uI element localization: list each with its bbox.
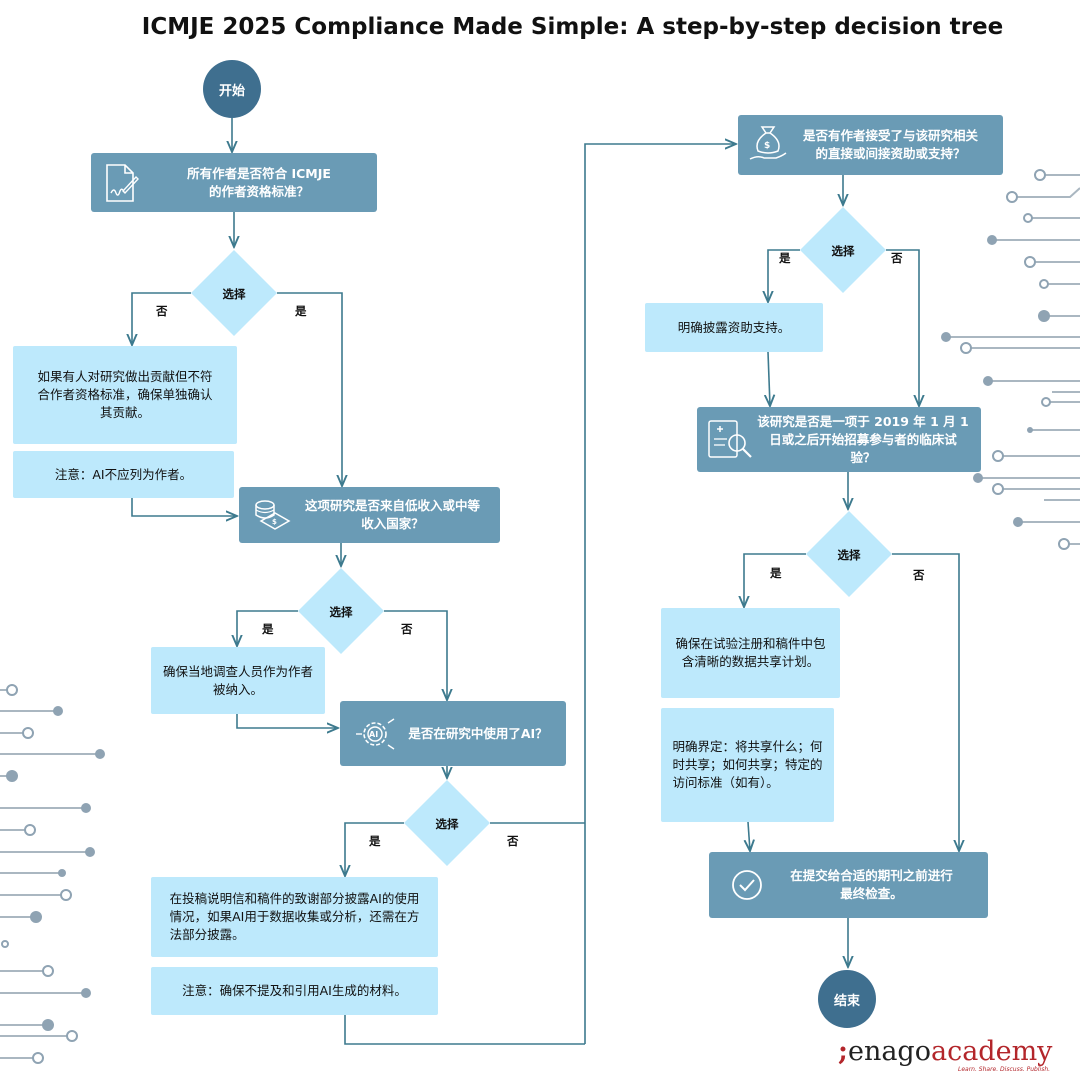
final-check-text: 在提交给合适的期刊之前进行 最终检查。 (790, 868, 953, 901)
choice-label-1: 选择 (222, 287, 246, 301)
branch-no-5: 否 (913, 568, 925, 582)
branch-yes-2: 是 (262, 622, 274, 636)
action-acknowledge-contributors: 如果有人对研究做出贡献但不符 合作者资格标准，确保单独确认 其贡献。 (13, 346, 237, 444)
note-ai-not-author: 注意：AI不应列为作者。 (13, 451, 234, 498)
note-data-sharing-text: 明确界定：将共享什么；何 时共享；如何共享；特定的 访问标准（如有）。 (672, 739, 823, 790)
action-local-investigators-text: 确保当地调查人员作为作者 被纳入。 (162, 663, 313, 697)
action-disclose-funding: 明确披露资助支持。 (645, 303, 823, 352)
enago-academy-logo: ;enagoacademy Learn. Share. Discuss. Pub… (838, 1036, 1068, 1076)
branch-yes-3: 是 (369, 834, 381, 848)
choice-label-4: 选择 (831, 244, 855, 258)
start-node: 开始 (203, 60, 261, 118)
question-ai-use: AI 是否在研究中使用了AI？ (340, 701, 566, 766)
question-funding: $ 是否有作者接受了与该研究相关 的直接或间接资助或支持？ (738, 115, 1003, 175)
branch-yes-4: 是 (779, 251, 791, 265)
page-title: ICMJE 2025 Compliance Made Simple: A ste… (141, 14, 1004, 40)
question-authorship: 所有作者是否符合 ICMJE 的作者资格标准？ (91, 153, 377, 212)
branch-no-1: 否 (156, 304, 168, 318)
svg-text:$: $ (272, 518, 277, 526)
svg-text:$: $ (764, 141, 770, 151)
action-acknowledge-text: 如果有人对研究做出贡献但不符 合作者资格标准，确保单独确认 其贡献。 (37, 369, 213, 420)
branch-yes-1: 是 (295, 304, 307, 318)
action-local-investigators: 确保当地调查人员作为作者 被纳入。 (151, 647, 325, 714)
action-disclose-ai-text: 在投稿说明信和稿件的致谢部分披露AI的使用 情况，如果AI用于数据收集或分析，还… (169, 891, 420, 942)
svg-text:AI: AI (369, 730, 378, 739)
logo-mark: ; (838, 1036, 848, 1067)
question-authorship-text: 所有作者是否符合 ICMJE 的作者资格标准？ (187, 165, 331, 199)
final-check: 在提交给合适的期刊之前进行 最终检查。 (709, 852, 988, 918)
clipboard-search-icon (708, 420, 752, 458)
branch-no-4: 否 (891, 251, 903, 265)
choice-label-3: 选择 (435, 817, 459, 831)
logo-tagline: Learn. Share. Discuss. Publish. (958, 1066, 1051, 1073)
note-ai-not-author-text: 注意：AI不应列为作者。 (54, 466, 193, 482)
branch-no-3: 否 (507, 834, 519, 848)
logo-name: enago (847, 1036, 931, 1067)
note-data-sharing-definition: 明确界定：将共享什么；何 时共享；如何共享；特定的 访问标准（如有）。 (661, 708, 834, 822)
action-disclose-funding-text: 明确披露资助支持。 (677, 319, 791, 335)
note-ai-generated-text: 注意：确保不提及和引用AI生成的材料。 (182, 983, 407, 998)
coins-money-icon: $ (255, 500, 291, 530)
action-data-sharing-text: 确保在试验注册和稿件中包 含清晰的数据共享计划。 (675, 636, 826, 669)
choice-label-2: 选择 (329, 605, 353, 619)
action-disclose-ai: 在投稿说明信和稿件的致谢部分披露AI的使用 情况，如果AI用于数据收集或分析，还… (151, 877, 438, 957)
branch-yes-5: 是 (770, 566, 782, 580)
money-bag-hand-icon: $ (749, 126, 787, 160)
question-funding-text: 是否有作者接受了与该研究相关 的直接或间接资助或支持？ (802, 128, 978, 161)
question-lmic-text: 这项研究是否来自低收入或中等 收入国家？ (304, 498, 480, 531)
end-node: 结束 (818, 970, 876, 1028)
note-ai-generated-material: 注意：确保不提及和引用AI生成的材料。 (151, 967, 438, 1015)
branch-no-2: 否 (401, 622, 413, 636)
choice-label-5: 选择 (837, 548, 861, 562)
question-ai-use-text: 是否在研究中使用了AI？ (408, 725, 548, 741)
question-clinical-trial-text: 该研究是否是一项于 2019 年 1 月 1 日或之后开始招募参与者的临床试 验… (757, 413, 969, 465)
question-lmic: $ 这项研究是否来自低收入或中等 收入国家？ (239, 487, 500, 543)
ai-chip-gear-icon: AI (356, 718, 395, 750)
check-circle-icon (732, 870, 762, 900)
logo-academy: academy (930, 1036, 1053, 1067)
question-clinical-trial: 该研究是否是一项于 2019 年 1 月 1 日或之后开始招募参与者的临床试 验… (697, 407, 981, 472)
document-signature-icon (106, 164, 139, 202)
action-data-sharing-plan: 确保在试验注册和稿件中包 含清晰的数据共享计划。 (661, 608, 840, 698)
